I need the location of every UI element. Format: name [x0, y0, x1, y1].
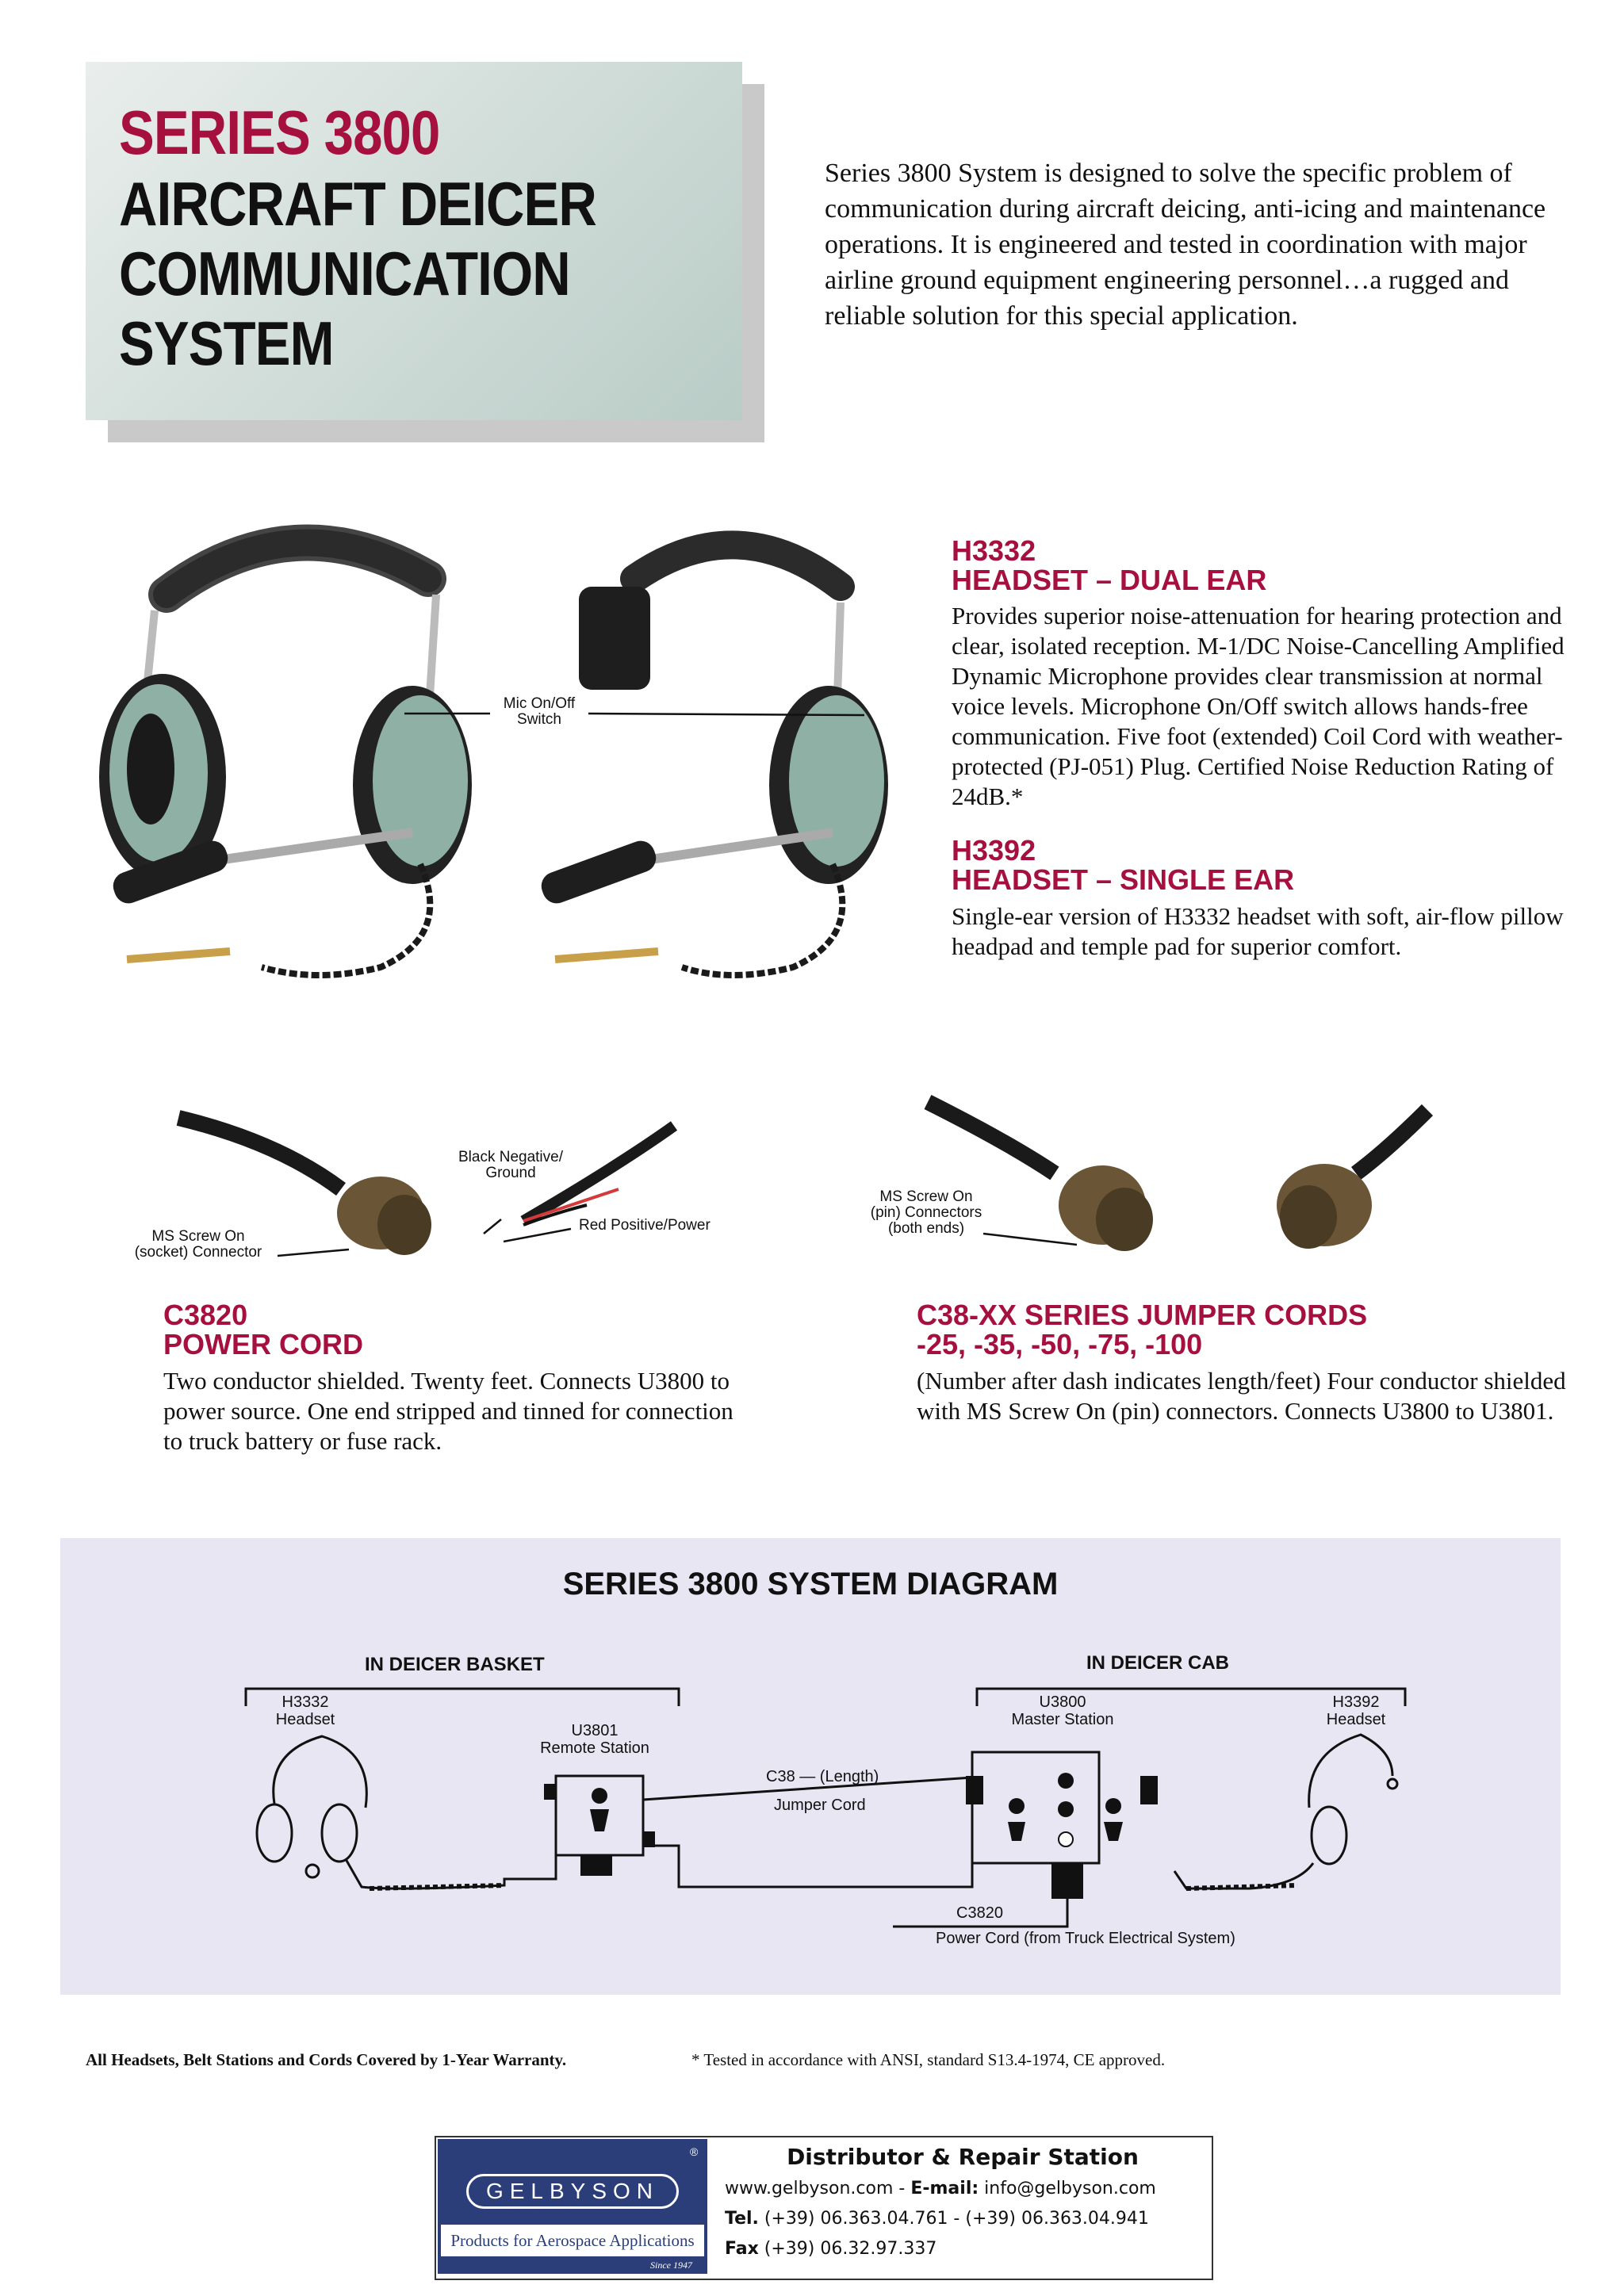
in-deicer-basket-header: IN DEICER BASKET — [365, 1654, 545, 1675]
distributor-fax-line: Fax (+39) 06.32.97.337 — [725, 2239, 937, 2259]
c38-description: (Number after dash indicates length/feet… — [917, 1367, 1566, 1425]
c3820-description: Two conductor shielded. Twenty feet. Con… — [163, 1367, 733, 1455]
red-wire-callout: Red Positive/Power — [579, 1217, 710, 1234]
jumper-cord-image — [924, 1095, 1434, 1251]
h3332-description: Provides superior noise-attenuation for … — [952, 602, 1565, 810]
h3392-description: Single-ear version of H3332 headset with… — [952, 902, 1564, 960]
tel-numbers: (+39) 06.363.04.761 - (+39) 06.363.04.94… — [764, 2209, 1149, 2229]
diagram-power-cord-label: Power Cord (from Truck Electrical System… — [936, 1930, 1235, 1947]
distributor-tel-line: Tel. (+39) 06.363.04.761 - (+39) 06.363.… — [725, 2209, 1149, 2229]
logo-oval — [466, 2174, 679, 2209]
fax-number: (+39) 06.32.97.337 — [764, 2239, 937, 2259]
h3332-title: HEADSET – DUAL EAR — [952, 564, 1267, 596]
title-box — [86, 62, 742, 420]
red-wire-callout-line — [503, 1227, 572, 1243]
in-deicer-cab-header: IN DEICER CAB — [1086, 1652, 1230, 1674]
c38-code: C38-XX SERIES JUMPER CORDS — [917, 1299, 1368, 1331]
power-cord-image — [176, 1110, 678, 1255]
distributor-web-email-line: www.gelbyson.com - E-mail: info@gelbyson… — [725, 2179, 1156, 2198]
mic-switch-callout-line-right — [588, 712, 865, 717]
tested-note: * Tested in accordance with ANSI, standa… — [691, 2050, 1166, 2069]
system-diagram — [244, 1687, 1407, 1928]
headsets-illustration — [99, 524, 888, 978]
logo-tagline: Products for Aerospace Applications — [441, 2225, 704, 2256]
logo-name: GELBYSON — [485, 2179, 660, 2203]
dual-ear-headset-image — [99, 524, 472, 978]
cords-illustration — [176, 1095, 1434, 1257]
email-link[interactable]: info@gelbyson.com — [984, 2179, 1156, 2198]
diagram-c3820-label: C3820 — [956, 1904, 1003, 1922]
title-line-3: SYSTEM — [119, 308, 335, 378]
title-line-2: COMMUNICATION — [119, 239, 571, 308]
intro-paragraph: Series 3800 System is designed to solve … — [825, 159, 1546, 331]
diagram-jumper-label: Jumper Cord — [774, 1797, 866, 1814]
socket-callout-line — [277, 1248, 350, 1257]
h3332-code: H3332 — [952, 534, 1036, 567]
system-diagram-title: SERIES 3800 SYSTEM DIAGRAM — [562, 1567, 1059, 1601]
logo-since: Since 1947 — [650, 2260, 692, 2271]
title-line-1: AIRCRAFT DEICER — [119, 169, 597, 239]
pin-callout-line — [982, 1232, 1078, 1246]
h3392-code: H3392 — [952, 834, 1036, 867]
h3392-title: HEADSET – SINGLE EAR — [952, 863, 1295, 896]
c38-title: -25, -35, -50, -75, -100 — [917, 1328, 1203, 1360]
c3820-title: POWER CORD — [163, 1328, 363, 1360]
title-series: SERIES 3800 — [119, 98, 440, 167]
black-wire-callout-line — [483, 1219, 502, 1234]
distributor-title: Distributor & Repair Station — [787, 2144, 1139, 2170]
single-ear-headset-image — [541, 530, 888, 978]
system-diagram-panel — [60, 1538, 1561, 1995]
logo-registered-mark: ® — [690, 2145, 699, 2158]
pin-connector-callout: MS Screw On(pin) Connectors(both ends) — [870, 1188, 982, 1237]
warranty-note: All Headsets, Belt Stations and Cords Co… — [86, 2050, 567, 2069]
socket-connector-callout: MS Screw On(socket) Connector — [134, 1228, 262, 1261]
diagram-c38-label: C38 — (Length) — [766, 1768, 879, 1785]
black-wire-callout: Black Negative/Ground — [458, 1149, 563, 1181]
website-link[interactable]: www.gelbyson.com — [725, 2179, 894, 2198]
c3820-code: C3820 — [163, 1299, 248, 1331]
